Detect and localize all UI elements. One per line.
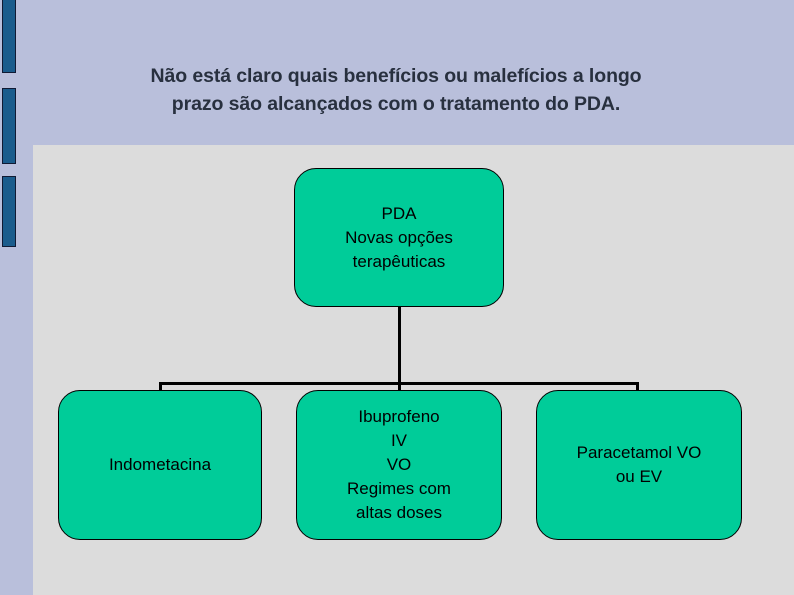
connector-drop-left bbox=[159, 382, 162, 392]
node-root-line-3: terapêuticas bbox=[352, 251, 446, 271]
connector-drop-right bbox=[636, 382, 639, 392]
node-indometacina-line-1: Indometacina bbox=[108, 455, 212, 474]
node-ibuprofeno-text: Ibuprofeno IV VO Regimes com altas doses bbox=[341, 405, 457, 525]
connector-drop-center bbox=[398, 382, 401, 392]
node-paracetamol[interactable]: Paracetamol VO ou EV bbox=[536, 390, 742, 540]
tree-diagram: PDA Novas opções terapêuticas Indometaci… bbox=[33, 145, 794, 595]
node-root-line-1: PDA bbox=[381, 203, 417, 223]
node-root-line-2: Novas opções bbox=[345, 227, 453, 247]
accent-bar-top bbox=[2, 0, 16, 73]
slide-title-line-2: prazo são alcançados com o tratamento do… bbox=[171, 93, 621, 115]
connector-stem-vertical bbox=[398, 305, 401, 385]
node-ibuprofeno[interactable]: Ibuprofeno IV VO Regimes com altas doses bbox=[296, 390, 502, 540]
node-pda-novas-opcoes[interactable]: PDA Novas opções terapêuticas bbox=[294, 168, 504, 307]
slide-title: Não está claro quais benefícios ou malef… bbox=[60, 62, 732, 118]
content-panel: PDA Novas opções terapêuticas Indometaci… bbox=[33, 145, 794, 595]
node-indometacina-text: Indometacina bbox=[103, 453, 217, 477]
node-ibuprofeno-line-5: altas doses bbox=[355, 503, 442, 522]
node-indometacina[interactable]: Indometacina bbox=[58, 390, 262, 540]
node-paracetamol-text: Paracetamol VO ou EV bbox=[571, 441, 708, 489]
accent-bar-middle bbox=[2, 88, 16, 164]
node-paracetamol-line-2: ou EV bbox=[615, 467, 663, 486]
node-ibuprofeno-line-4: Regimes com bbox=[347, 479, 451, 498]
node-ibuprofeno-line-2: IV bbox=[390, 431, 408, 450]
node-paracetamol-line-1: Paracetamol VO bbox=[576, 443, 702, 462]
node-ibuprofeno-line-1: Ibuprofeno bbox=[358, 407, 440, 426]
node-ibuprofeno-line-3: VO bbox=[386, 455, 412, 474]
slide-title-line-1: Não está claro quais benefícios ou malef… bbox=[150, 65, 642, 87]
node-root-text: PDA Novas opções terapêuticas bbox=[339, 202, 459, 274]
accent-bar-bottom bbox=[2, 176, 16, 247]
